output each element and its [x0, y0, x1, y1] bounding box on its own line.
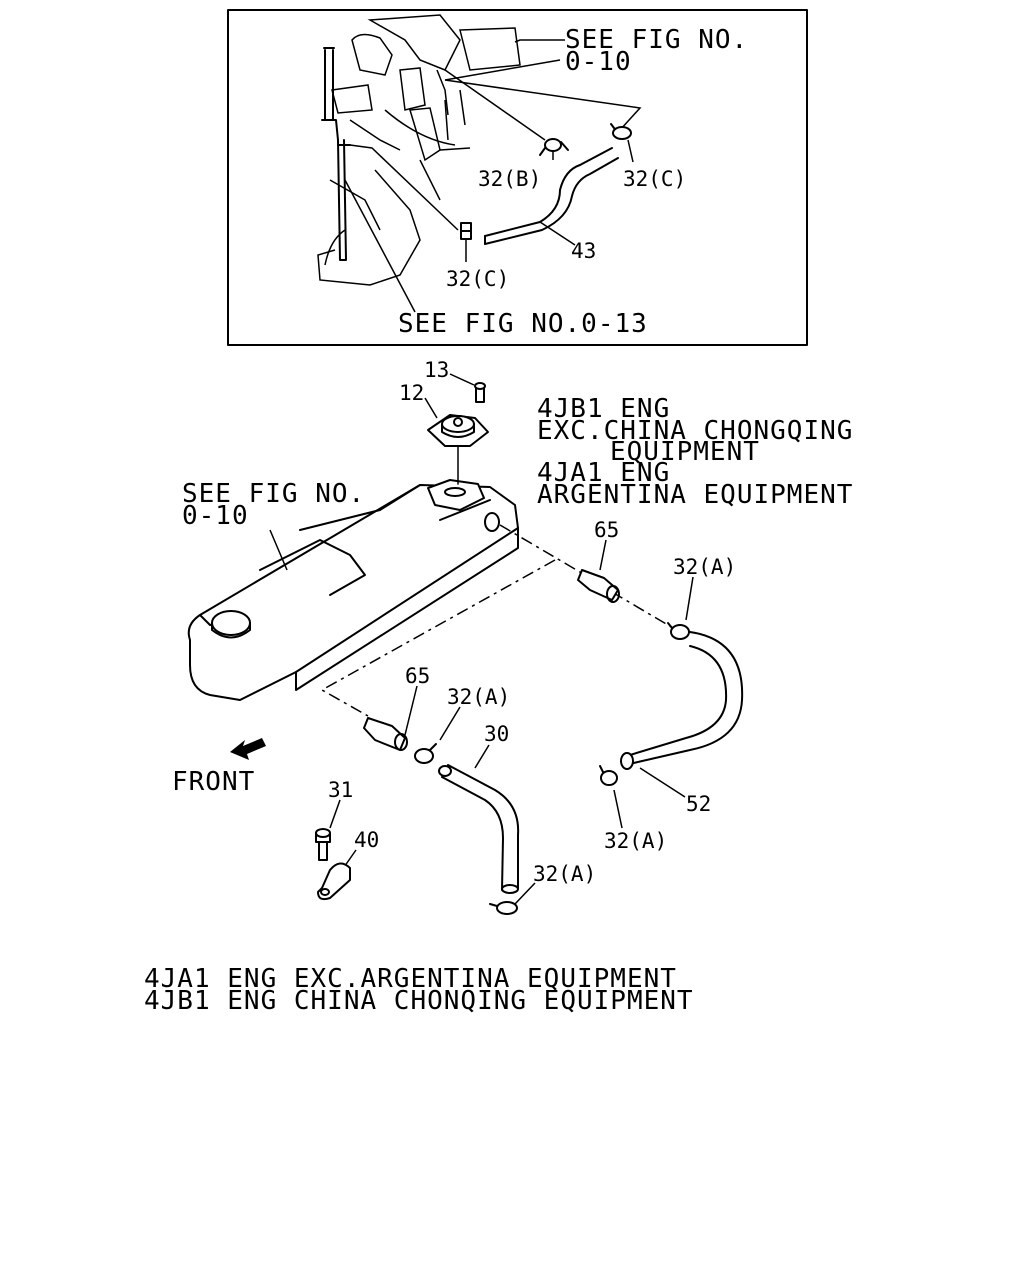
callout-32c-bottom: 32(C)	[446, 267, 509, 291]
main-see-fig-number: 0-10	[182, 501, 249, 531]
callout-30: 30	[484, 722, 509, 746]
rocker-cover-drawing	[187, 484, 519, 701]
inset-see-fig-bottom: SEE FIG NO.0-13	[398, 309, 648, 339]
fitting-32c-icon	[460, 222, 472, 240]
inset-see-fig-top-number: 0-10	[565, 47, 632, 77]
main-see-fig: SEE FIG NO.	[182, 479, 365, 509]
clamp-32c-icon	[610, 123, 632, 140]
callout-12: 12	[399, 381, 424, 405]
clamp-32a-upper-icon	[667, 622, 690, 640]
screw-13-icon	[474, 382, 486, 403]
breather-cap-12	[427, 414, 489, 447]
engine-outline-drawing	[317, 14, 521, 286]
callout-32a-right: 32(A)	[604, 829, 667, 853]
note-upper-line-5: ARGENTINA EQUIPMENT	[537, 480, 853, 510]
callout-13: 13	[424, 358, 449, 382]
note-lower-line-1: 4JA1 ENG EXC.ARGENTINA EQUIPMENT	[144, 964, 677, 994]
clamp-32a-right-icon	[599, 765, 618, 786]
hose-30	[438, 764, 520, 894]
front-arrow-icon	[230, 738, 266, 760]
clamp-32b-icon	[539, 138, 569, 156]
dipstick-tube	[321, 47, 351, 261]
fitting-65-upper-icon	[577, 569, 620, 603]
inset-frame	[227, 9, 808, 346]
note-upper-line-1: 4JB1 ENG	[537, 394, 670, 424]
callout-32a-upper: 32(A)	[673, 555, 736, 579]
hose-43	[484, 147, 619, 245]
note-upper-line-4: 4JA1 ENG	[537, 458, 670, 488]
bracket-40-icon	[317, 862, 351, 901]
callout-65-lower: 65	[405, 664, 430, 688]
note-upper-line-2: EXC.CHINA CHONGQING	[537, 416, 853, 446]
callout-43: 43	[571, 239, 596, 263]
callout-32c-right: 32(C)	[623, 167, 686, 191]
bolt-31-icon	[315, 828, 331, 861]
callout-32a-mid: 32(A)	[447, 685, 510, 709]
inset-see-fig-top: SEE FIG NO.	[565, 25, 748, 55]
note-lower-line-2: 4JB1 ENG CHINA CHONQING EQUIPMENT	[144, 986, 694, 1016]
clamp-32a-mid-icon	[414, 743, 437, 764]
hose-52	[620, 631, 744, 770]
callout-40: 40	[354, 828, 379, 852]
callout-52: 52	[686, 792, 711, 816]
callout-32a-bottom: 32(A)	[533, 862, 596, 886]
inset-leaders	[344, 39, 642, 313]
fitting-65-lower-icon	[363, 717, 408, 751]
callout-31: 31	[328, 778, 353, 802]
front-label: FRONT	[172, 767, 255, 797]
inset-panel: SEE FIG NO. 0-10 32(B) 32(C) 43 32(C) SE…	[227, 9, 808, 346]
callout-65-upper: 65	[594, 518, 619, 542]
clamp-32a-bottom-icon	[489, 901, 518, 915]
main-leaders	[269, 373, 694, 905]
note-upper-line-3: EQUIPMENT	[610, 437, 760, 467]
breather-port	[427, 445, 500, 532]
callout-32b: 32(B)	[478, 167, 541, 191]
